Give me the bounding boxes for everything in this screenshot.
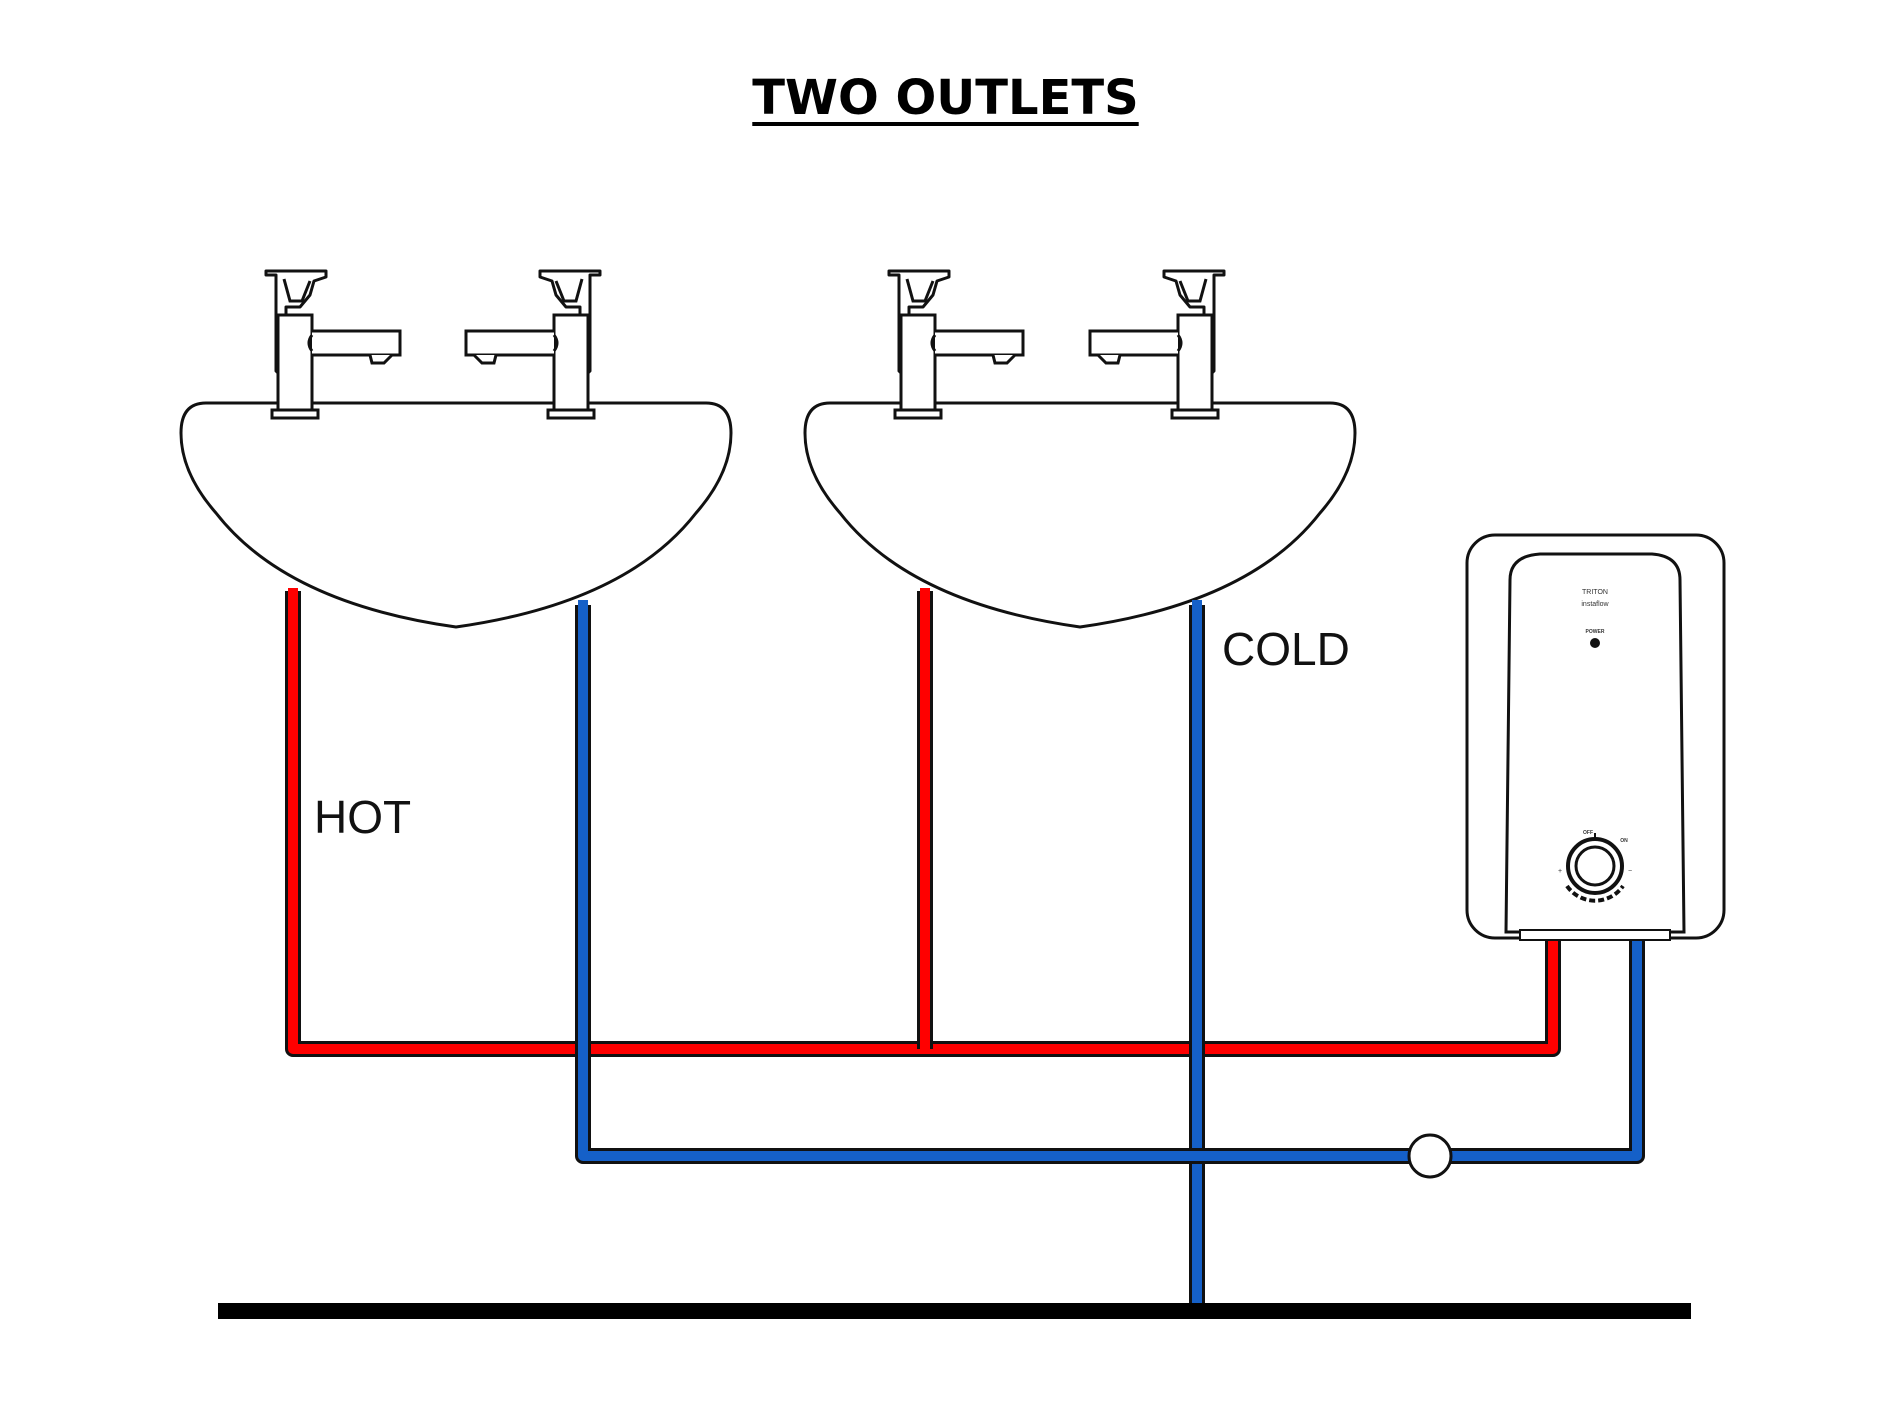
hot-tap-2 xyxy=(887,269,1025,420)
power-indicator xyxy=(1590,638,1600,648)
off-label: OFF xyxy=(1583,830,1593,836)
cold-tap-1 xyxy=(464,269,602,420)
power-label: POWER xyxy=(1586,629,1605,635)
cold-pipe-network xyxy=(575,605,1645,1310)
diagram-title: TWO OUTLETS xyxy=(0,70,1891,126)
cold-tap-2 xyxy=(1088,269,1226,420)
floor-line xyxy=(218,1303,1691,1319)
basin-1 xyxy=(179,269,733,629)
basin-icon xyxy=(179,401,733,629)
water-heater-icon: TRITON instaflow POWER OFF ON + − xyxy=(1465,533,1726,941)
plus-label: + xyxy=(1558,868,1562,875)
on-label: ON xyxy=(1620,838,1628,844)
hot-label: HOT xyxy=(314,791,411,843)
hot-pipe-network xyxy=(285,591,1561,1057)
minus-label: − xyxy=(1628,868,1632,875)
basin-2 xyxy=(803,269,1357,629)
heater-model: instaflow xyxy=(1581,601,1609,608)
valve-icon xyxy=(1407,1133,1453,1179)
temperature-knob[interactable] xyxy=(1565,833,1625,903)
hot-tap-1 xyxy=(264,269,402,420)
basin-icon xyxy=(803,401,1357,629)
heater-brand: TRITON xyxy=(1582,589,1608,596)
cold-label: COLD xyxy=(1222,623,1350,675)
diagram-title-text: TWO OUTLETS xyxy=(752,70,1139,126)
